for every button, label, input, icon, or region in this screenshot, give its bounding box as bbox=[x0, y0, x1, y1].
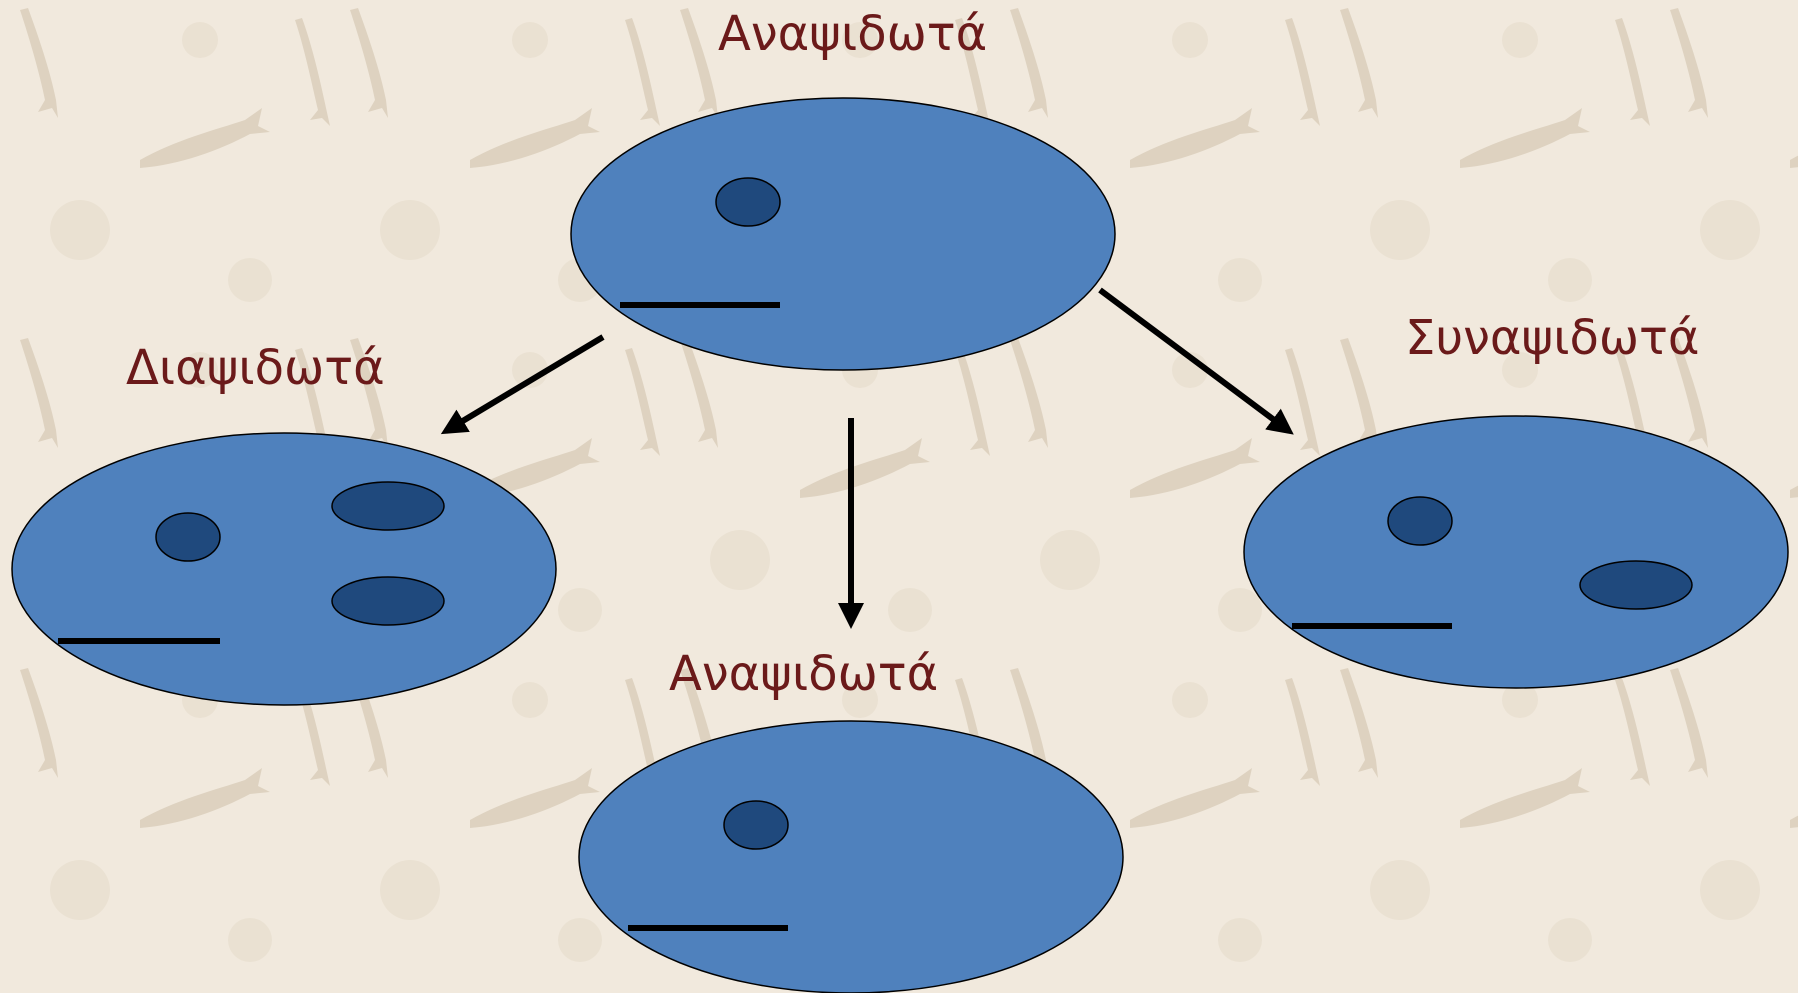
label-bottom-anapsid: Αναψιδωτά bbox=[669, 650, 938, 698]
label-top-anapsid: Αναψιδωτά bbox=[718, 10, 987, 58]
label-right-synapsid: Συναψιδωτά bbox=[1405, 314, 1700, 362]
label-left-diapsid: Διαψιδωτά bbox=[126, 344, 385, 392]
